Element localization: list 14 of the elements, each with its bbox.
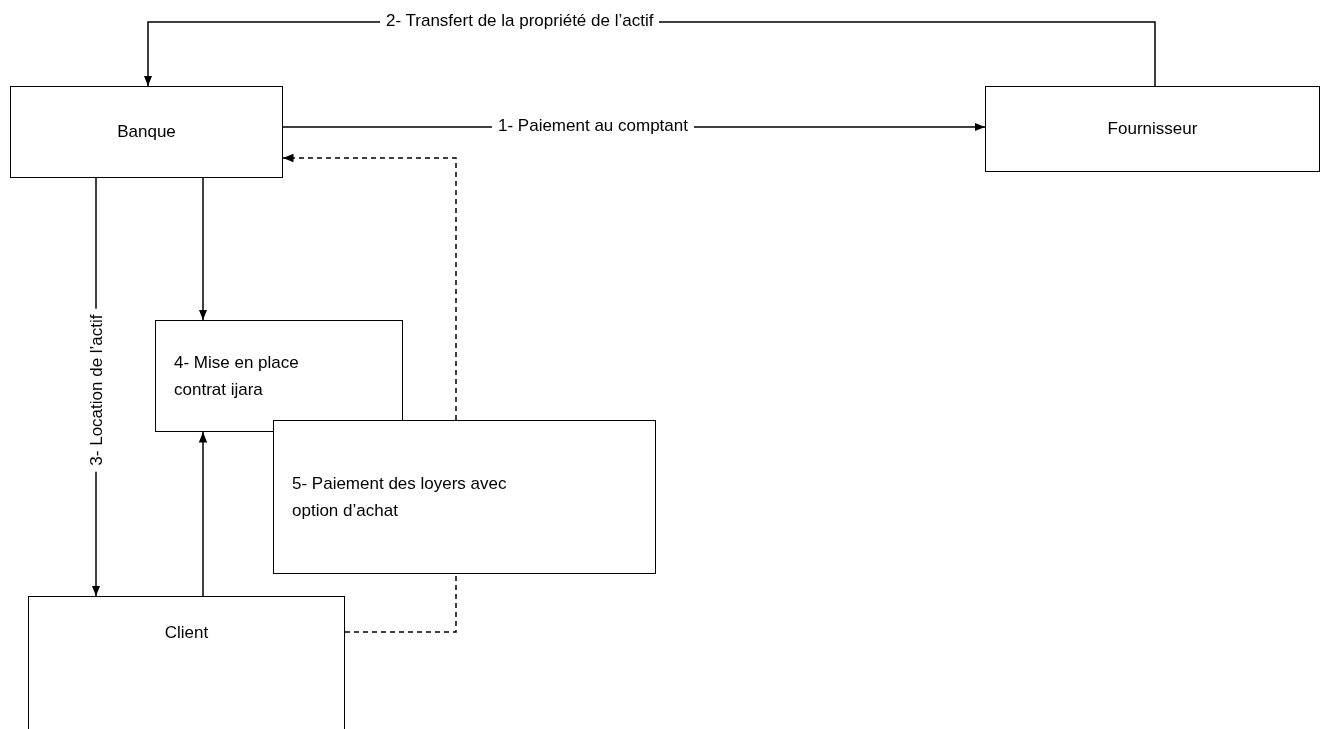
arrow — [282, 153, 457, 421]
node-label: Client — [164, 622, 209, 644]
process-box — [155, 320, 403, 432]
node-label: Fournisseur — [1107, 118, 1198, 141]
node-label: 4- Mise en place contrat ijara — [174, 351, 300, 401]
process-box — [273, 420, 656, 574]
arrow — [198, 177, 208, 321]
connector-line — [344, 573, 457, 633]
node-label: Banque — [117, 121, 176, 144]
process-box — [985, 86, 1320, 172]
process-box — [10, 86, 283, 178]
arrow — [198, 431, 208, 597]
node-label: 5- Paiement des loyers avec option d’achat — [292, 472, 508, 522]
process-box — [28, 596, 345, 729]
